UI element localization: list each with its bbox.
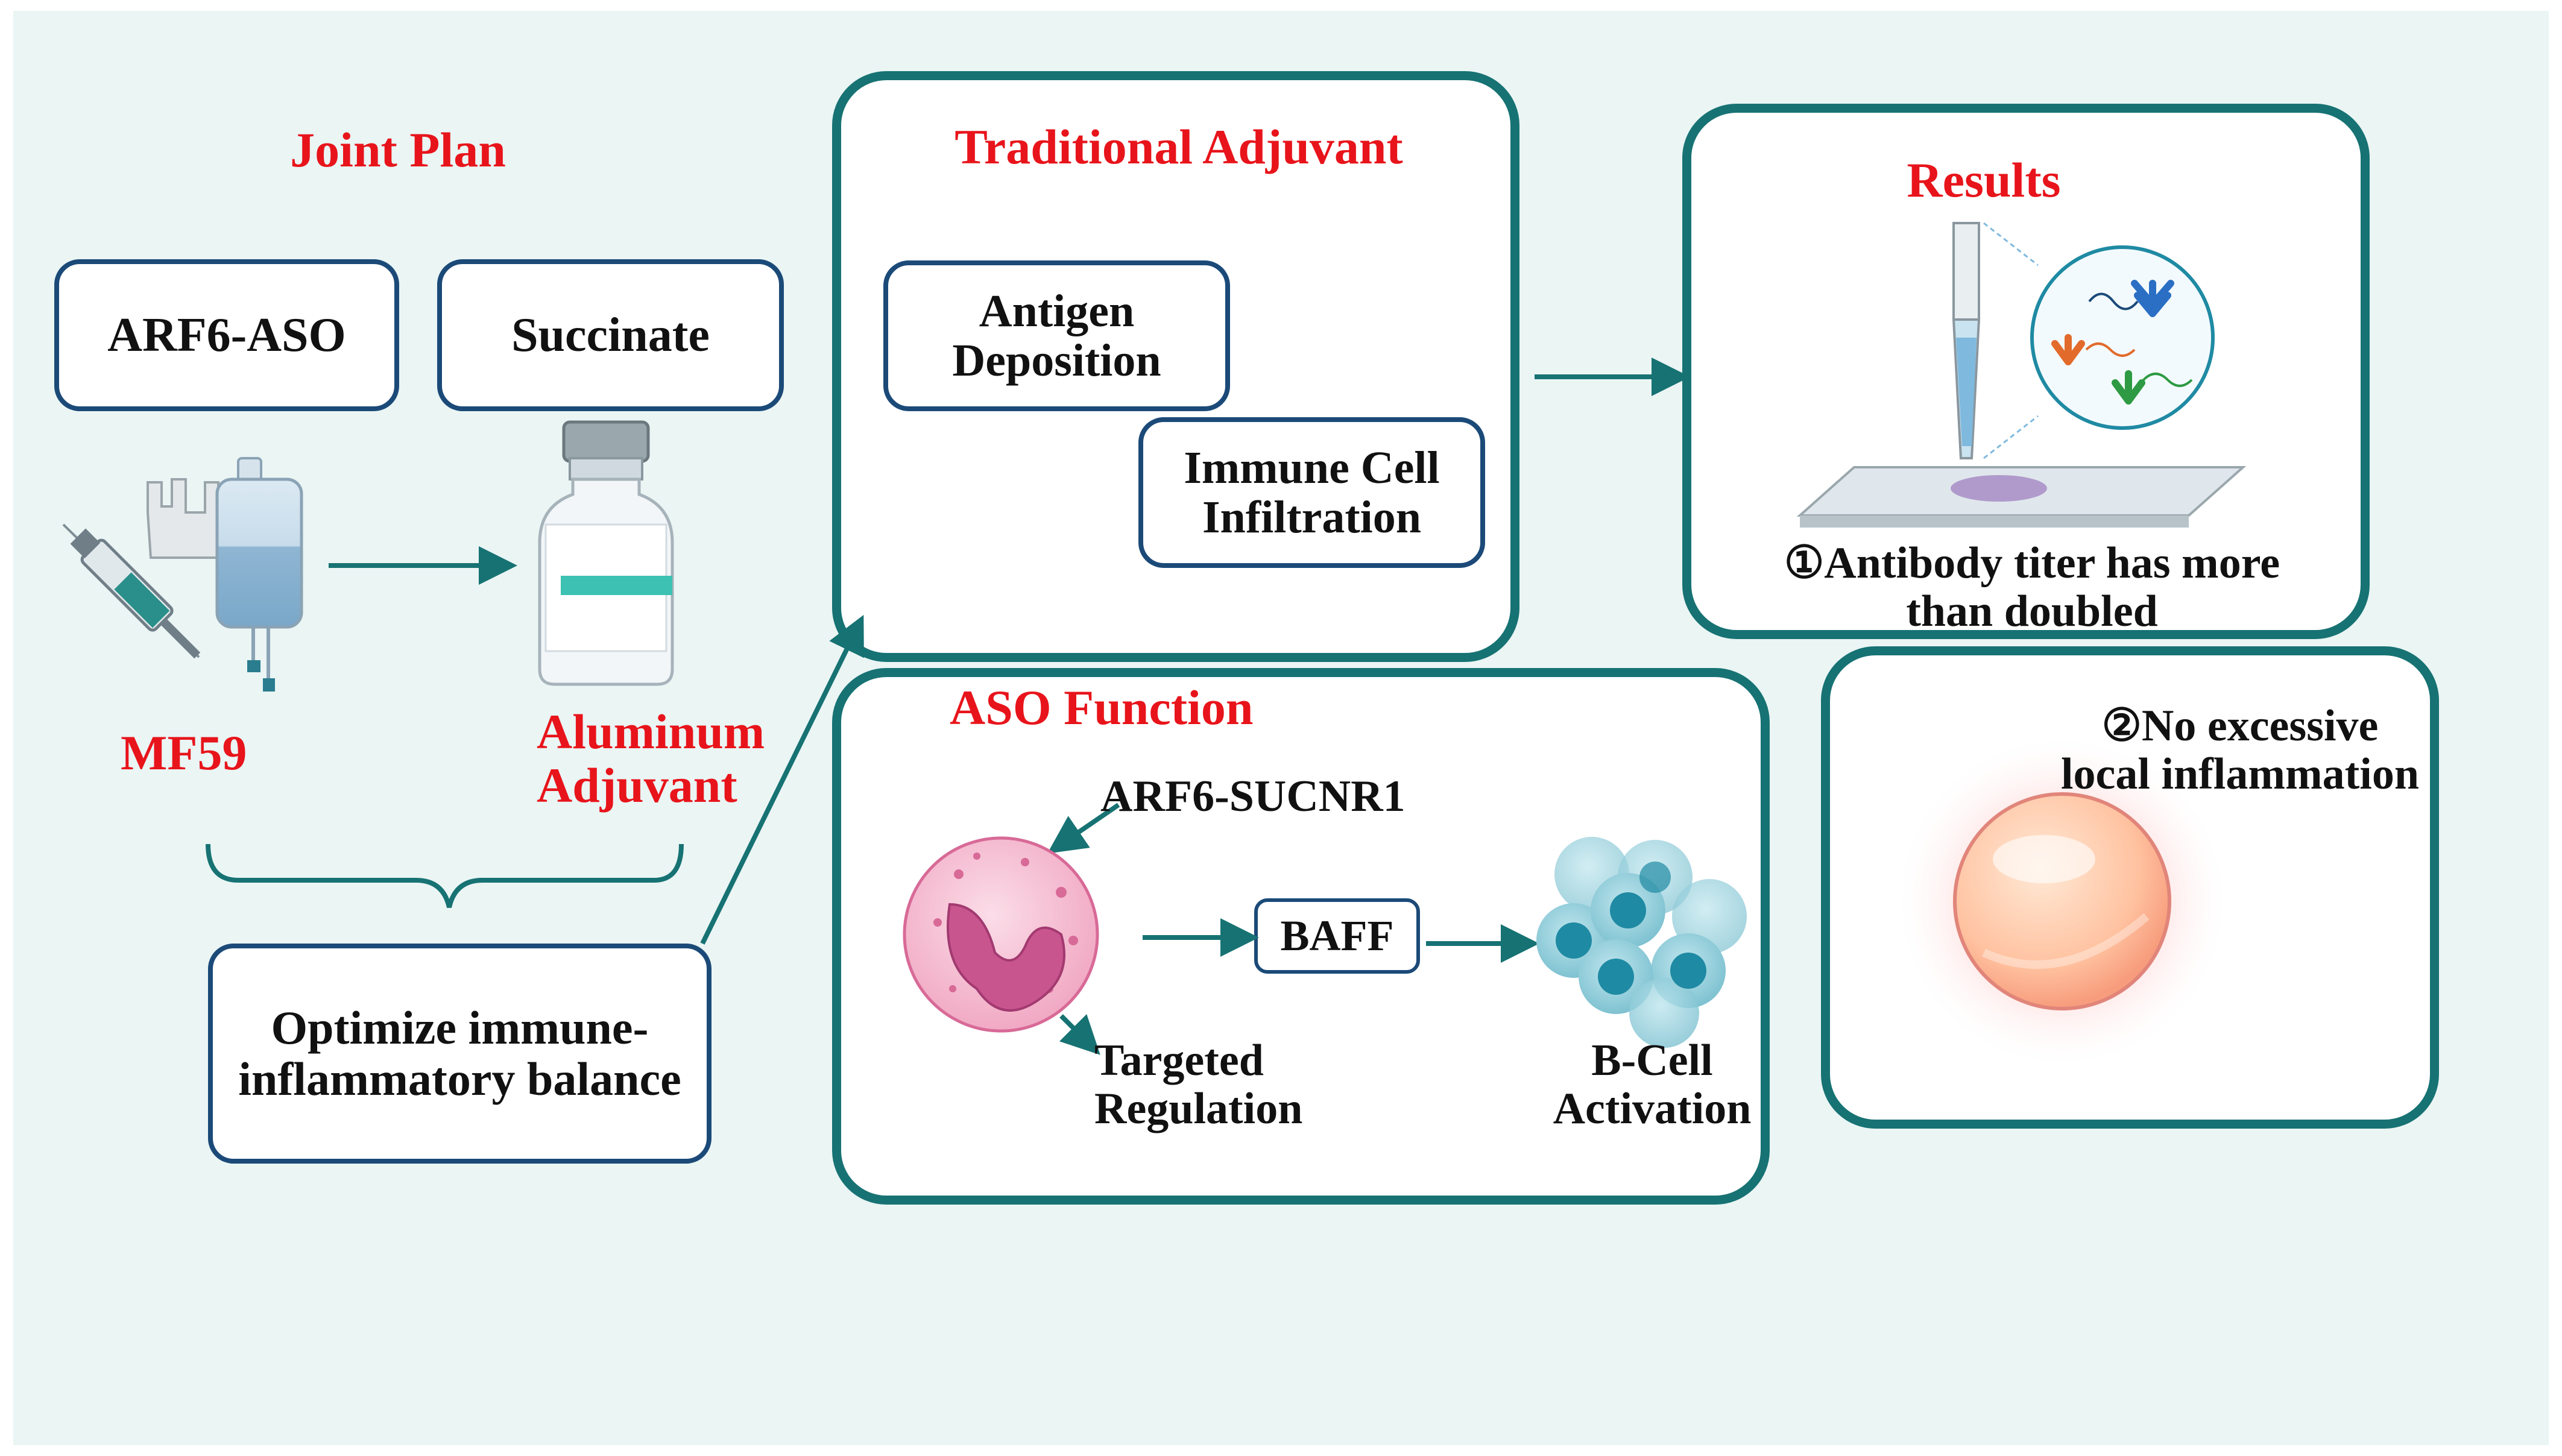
infiltration-label: Immune Cell Infiltration <box>1184 442 1440 543</box>
infiltration-pill: Immune Cell Infiltration <box>1138 417 1485 568</box>
targeted-regulation-label: Targeted Regulation <box>1094 1036 1303 1133</box>
optimize-label: Optimize immune- inflammatory balance <box>238 1001 681 1105</box>
result-antibody-titer: ①Antibody titer has more than doubled <box>1784 538 2280 636</box>
aso-pill: ARF6-ASO <box>54 259 399 411</box>
joint-plan-title: Joint Plan <box>290 122 506 177</box>
aso-label: ARF6-ASO <box>107 308 346 362</box>
antigen-pill: Antigen Deposition <box>883 260 1230 411</box>
mf59-label: MF59 <box>121 725 247 780</box>
succinate-pill: Succinate <box>437 259 784 411</box>
slide-icon <box>1796 466 2247 528</box>
nasal-spray-icon <box>147 478 219 559</box>
b-cell-activation-label: B-Cell Activation <box>1553 1036 1752 1133</box>
b-cell-cluster-icon <box>1536 837 1747 1048</box>
antibody-icon <box>1983 222 2215 459</box>
optimize-pill: Optimize immune- inflammatory balance <box>208 944 711 1164</box>
aluminum-adjuvant-label: Aluminum Adjuvant <box>537 704 765 813</box>
syringe-icon <box>62 523 201 659</box>
arf6-sucnr1-label: ARF6-SUCNR1 <box>1100 772 1406 821</box>
pipette-icon <box>1952 222 1981 459</box>
neutrophil-icon <box>903 836 1099 1033</box>
baff-label: BAFF <box>1280 911 1394 960</box>
antigen-label: Antigen Deposition <box>952 285 1161 386</box>
vial-icon <box>538 420 674 686</box>
aso-function-title: ASO Function <box>950 680 1254 735</box>
succinate-label: Succinate <box>511 308 710 362</box>
iv-bag-icon <box>215 457 303 692</box>
inflamed-cell-icon <box>1899 739 2225 1064</box>
results-title: Results <box>1907 153 2061 207</box>
result-no-inflammation: ②No excessive local inflammation <box>2060 701 2420 799</box>
results-panel <box>1682 104 2370 639</box>
traditional-adjuvant-title: Traditional Adjuvant <box>954 119 1403 174</box>
